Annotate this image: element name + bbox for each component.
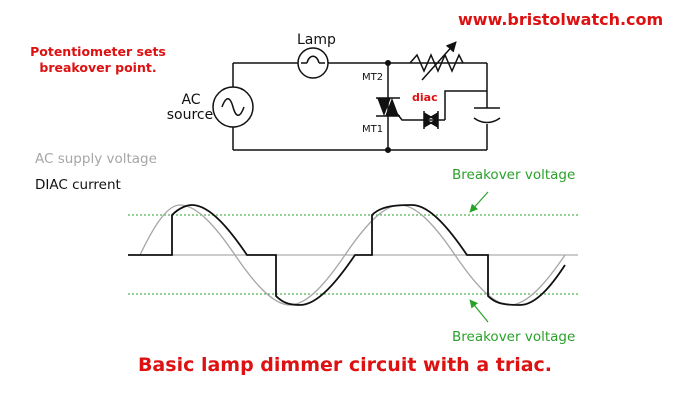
- potentiometer-arrow: [421, 41, 457, 81]
- diac-symbol: [423, 111, 439, 129]
- junction-bottom: [384, 146, 392, 154]
- breakover-arrow-top: [469, 191, 489, 213]
- diac-label: diac: [412, 91, 438, 104]
- breakover-label-bottom: Breakover voltage: [452, 329, 575, 345]
- breakover-label-top: Breakover voltage: [452, 167, 575, 183]
- legend-diac-current: DIAC current: [35, 177, 121, 193]
- ac-source-symbol: [212, 86, 254, 128]
- breakover-arrow-bottom: [469, 299, 489, 323]
- mt2-label: MT2: [362, 72, 383, 83]
- diac-wire: [416, 90, 487, 121]
- lamp-symbol: [297, 47, 329, 79]
- triac-gate: [391, 106, 416, 121]
- circuit-schematic: [212, 41, 501, 154]
- waveform-graph: [128, 191, 578, 323]
- ac-label-line1: AC: [181, 92, 200, 108]
- junction-top: [384, 59, 392, 67]
- ac-label-line2: source: [167, 107, 214, 123]
- mt1-label: MT1: [362, 124, 383, 135]
- potentiometer-note: Potentiometer sets breakover point.: [30, 44, 166, 75]
- ac-supply-curve: [139, 204, 566, 306]
- potentiometer-resistor: [409, 53, 464, 73]
- lamp-filament: [301, 55, 325, 64]
- diac-current-curve: [128, 204, 566, 306]
- ac-source-sine: [221, 98, 245, 116]
- caption: Basic lamp dimmer circuit with a triac.: [137, 354, 553, 376]
- legend-ac-supply: AC supply voltage: [35, 151, 157, 167]
- site-url: www.bristolwatch.com: [458, 10, 664, 29]
- lamp-label: Lamp: [297, 32, 336, 48]
- capacitor-symbol: [473, 107, 501, 124]
- triac-symbol: [376, 97, 400, 117]
